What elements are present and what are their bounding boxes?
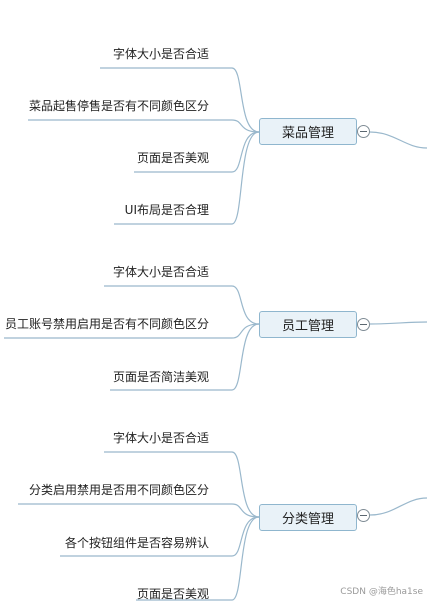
collapse-toggle-icon[interactable]: [357, 125, 370, 138]
leaf-employee-page-clean[interactable]: 页面是否简洁美观: [112, 370, 209, 384]
leaf-dish-sale-status-color[interactable]: 菜品起售停售是否有不同颜色区分: [28, 99, 209, 113]
leaf-category-font-size[interactable]: 字体大小是否合适: [112, 431, 209, 445]
collapse-toggle-icon[interactable]: [357, 318, 370, 331]
leaf-employee-account-status-color[interactable]: 员工账号禁用启用是否有不同颜色区分: [4, 317, 209, 331]
watermark: CSDN @海色ha1se: [340, 587, 423, 597]
branch-connector: [231, 516, 260, 557]
branch-connector: [231, 451, 260, 518]
root-connector: [369, 497, 427, 516]
branch-connector: [231, 503, 260, 518]
topic-employee-management[interactable]: 员工管理: [259, 311, 357, 338]
collapse-toggle-icon[interactable]: [357, 509, 370, 522]
leaf-dish-page-aesthetics[interactable]: 页面是否美观: [136, 151, 209, 165]
topic-dish-management[interactable]: 菜品管理: [259, 118, 357, 145]
branch-connector: [231, 323, 260, 391]
leaf-category-page-aesthetics[interactable]: 页面是否美观: [136, 587, 209, 601]
branch-connector: [231, 323, 260, 339]
leaf-employee-font-size[interactable]: 字体大小是否合适: [112, 265, 209, 279]
branch-connector: [231, 119, 260, 133]
topic-category-management[interactable]: 分类管理: [259, 504, 357, 531]
leaf-dish-font-size[interactable]: 字体大小是否合适: [112, 47, 209, 61]
leaf-category-button-recognizable[interactable]: 各个按钮组件是否容易辨认: [64, 536, 209, 550]
leaf-dish-ui-layout[interactable]: UI布局是否合理: [124, 203, 209, 217]
root-connector: [369, 321, 427, 325]
branch-connector: [231, 285, 260, 325]
branch-connector: [231, 67, 260, 133]
branch-connector: [231, 516, 260, 601]
leaf-category-status-color[interactable]: 分类启用禁用是否用不同颜色区分: [28, 483, 209, 497]
branch-connector: [231, 131, 260, 225]
root-connector: [369, 131, 427, 149]
branch-connector: [231, 131, 260, 173]
